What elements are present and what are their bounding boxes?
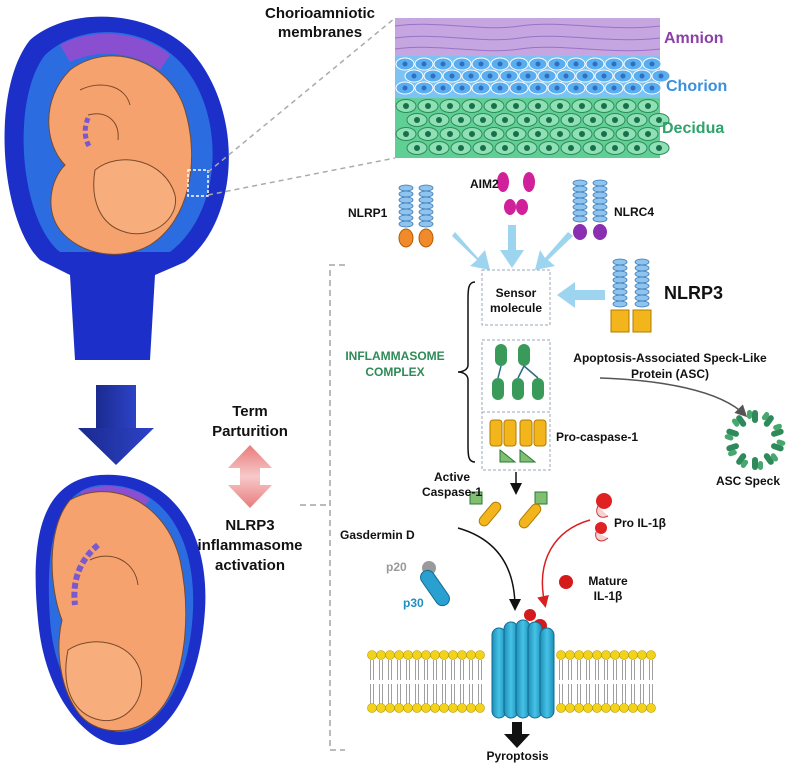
activation-line3: activation [214,557,286,574]
aim2-protein [497,172,535,215]
complex-line2: COMPLEX [365,365,425,379]
procaspase-complex [489,419,547,463]
term-parturition-label: Term Parturition [195,402,305,442]
p30-label: p30 [403,596,424,610]
pyroptosis-label: Pyroptosis [486,749,549,763]
umbilical-cord-bottom [71,542,100,606]
asc-line2: Protein (ASC) [631,367,709,381]
active-caspase-label: Active Caspase-1 [412,470,492,500]
caspase-line1: Active [433,470,471,484]
nlrp1-label: NLRP1 [348,206,388,220]
mature-il1b-label: Mature IL-1β [578,574,638,604]
uterus-top [4,16,229,361]
asc-line1: Apoptosis-Associated Speck-Like [573,351,767,365]
membrane-section [394,18,671,158]
activation-line2: inflammasome [197,537,303,554]
pro-il1b-label: Pro IL-1β [614,516,666,530]
gasdermin-pore [491,619,555,719]
chorion-label: Chorion [666,78,728,95]
asc-complex [492,344,544,400]
nlrp3-activation-label: NLRP3 inflammasome activation [195,516,305,576]
nlrp3-label: NLRP3 [664,283,724,303]
mature-line2: IL-1β [593,589,623,603]
active-caspase [469,491,548,529]
p20-label: p20 [386,560,407,574]
complex-brace [457,281,476,463]
umbilical-cord-top [82,117,93,150]
membranes-title: Chorioamniotic membranes [240,4,400,42]
nlrp3-protein [610,258,652,333]
sensor-molecule-label: Sensor molecule [480,286,552,316]
double-arrow [228,445,272,508]
procaspase-label: Pro-caspase-1 [556,430,639,444]
aim2-label: AIM2 [470,177,499,191]
caspase-line2: Caspase-1 [421,485,483,499]
term-line2: Parturition [212,423,288,440]
nlrp1-protein [398,184,434,248]
asc-speck-label: ASC Speck [716,474,781,488]
complex-line1: INFLAMMASOME [345,349,445,363]
activation-line1: NLRP3 [225,517,275,534]
asc-label: Apoptosis-Associated Speck-Like Protein … [560,350,780,382]
dashed-bracket [329,264,345,751]
gasdermin-fragment [420,561,450,607]
membranes-title-line2: membranes [277,24,363,41]
mature-line1: Mature [588,574,628,588]
decidua-label: Decidua [662,120,725,137]
sensor-arrows [452,225,605,308]
nlrc4-protein [572,179,608,240]
inflammasome-complex-label: INFLAMMASOME COMPLEX [330,348,460,380]
down-arrow [78,385,154,465]
cell-membrane [367,650,656,713]
gasdermin-label: Gasdermin D [340,528,415,542]
amnion-label: Amnion [664,30,724,47]
pro-il1b [595,493,612,542]
sensor-line1: Sensor [495,286,537,300]
uterus-bottom [35,474,206,745]
membranes-title-line1: Chorioamniotic [264,5,375,22]
sensor-line2: molecule [489,301,543,315]
nlrc4-label: NLRC4 [614,205,655,219]
asc-speck [724,410,786,470]
term-line1: Term [232,403,268,420]
